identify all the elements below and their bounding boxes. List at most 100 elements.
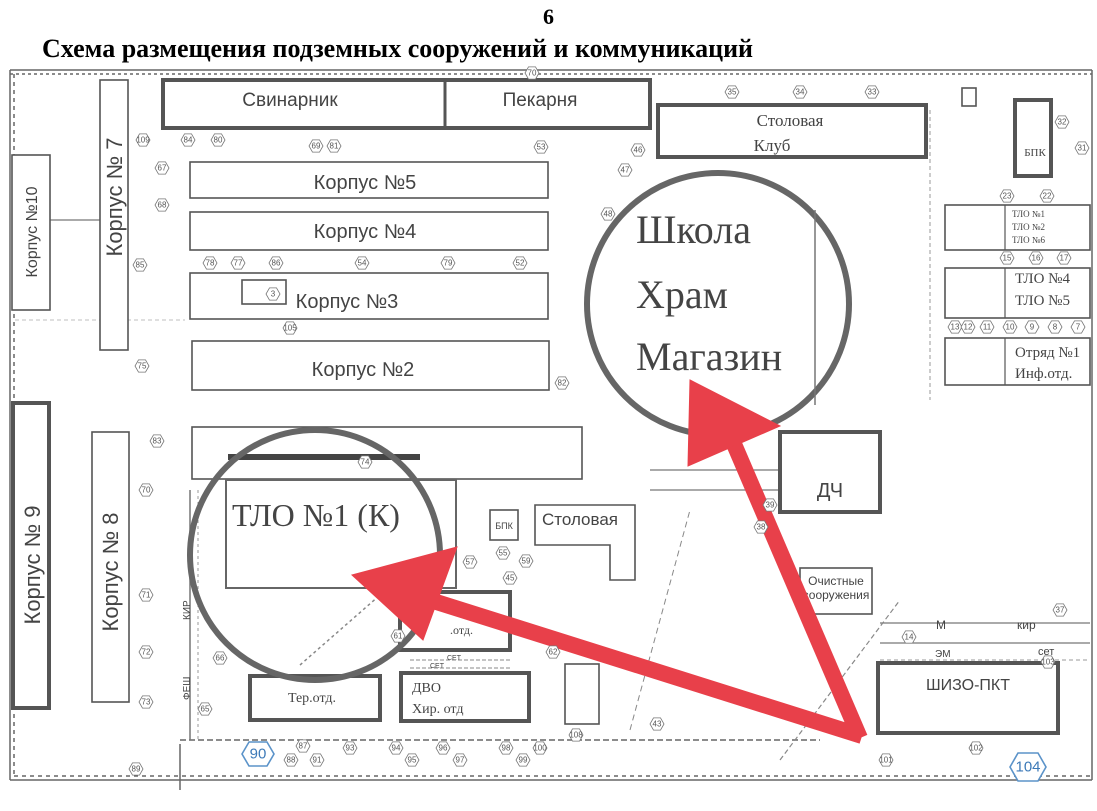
- marker-80: 80: [210, 133, 226, 147]
- marker-31: 31: [1074, 141, 1090, 155]
- korpus5-label: Корпус №5: [314, 172, 417, 194]
- svg-text:108: 108: [569, 731, 583, 740]
- svg-text:13: 13: [951, 323, 960, 332]
- svg-text:89: 89: [132, 765, 141, 774]
- svg-text:32: 32: [1058, 118, 1067, 127]
- svg-text:69: 69: [312, 142, 321, 151]
- korpus10-building: [11, 154, 51, 311]
- svg-text:46: 46: [634, 146, 643, 155]
- marker-102: 102: [968, 741, 984, 755]
- tlo2-top-label: ТЛО №2: [1012, 222, 1045, 232]
- marker-69: 69: [308, 139, 324, 153]
- korpus9-building: [11, 401, 51, 710]
- marker-55: 55: [495, 546, 511, 560]
- svg-text:12: 12: [964, 323, 973, 332]
- svg-text:103: 103: [1041, 658, 1055, 667]
- stolovaya-klub-building: [656, 103, 928, 159]
- marker-88: 88: [283, 753, 299, 767]
- svg-text:10: 10: [1006, 323, 1015, 332]
- marker-82: 82: [554, 376, 570, 390]
- svg-text:11: 11: [983, 323, 992, 332]
- svg-text:93: 93: [346, 744, 355, 753]
- svg-text:98: 98: [502, 744, 511, 753]
- line-set-a-label: СЕТ: [447, 655, 462, 662]
- small-building: [564, 663, 600, 725]
- tlo1k-label: ТЛО №1 (К): [232, 497, 400, 533]
- svg-text:78: 78: [206, 259, 215, 268]
- marker-61: 61: [390, 629, 406, 643]
- marker-48: 48: [600, 207, 616, 221]
- marker-32: 32: [1054, 115, 1070, 129]
- korpus9-label: Корпус № 9: [20, 505, 45, 624]
- otd-small-label: .отд.: [450, 623, 473, 637]
- marker-78: 78: [202, 256, 218, 270]
- arrow-to-school: [687, 379, 868, 742]
- shop-label: Магазин: [636, 334, 782, 379]
- svg-text:23: 23: [1003, 192, 1012, 201]
- marker-84: 84: [180, 133, 196, 147]
- svg-text:71: 71: [142, 591, 151, 600]
- svg-text:100: 100: [533, 744, 547, 753]
- svg-text:66: 66: [216, 654, 225, 663]
- marker-97: 97: [452, 753, 468, 767]
- svg-text:102: 102: [969, 744, 983, 753]
- svg-text:73: 73: [142, 698, 151, 707]
- svg-text:109: 109: [136, 136, 150, 145]
- marker-38: 38: [753, 520, 769, 534]
- marker-87: 87: [295, 739, 311, 753]
- marker-91: 91: [309, 753, 325, 767]
- page-number: 6: [543, 4, 554, 29]
- marker-95: 95: [404, 753, 420, 767]
- svg-text:17: 17: [1060, 254, 1069, 263]
- korpus10-label: Корпус №10: [24, 186, 41, 277]
- svg-text:31: 31: [1078, 144, 1087, 153]
- svg-text:45: 45: [506, 574, 515, 583]
- svg-text:80: 80: [214, 136, 223, 145]
- marker-17: 17: [1056, 251, 1072, 265]
- tlo1-top-label: ТЛО №1: [1012, 209, 1045, 219]
- svg-text:82: 82: [558, 379, 567, 388]
- svg-text:81: 81: [330, 142, 339, 151]
- svg-text:75: 75: [138, 362, 147, 371]
- korpus4-label: Корпус №4: [314, 221, 417, 243]
- bpk-mid-label: БПК: [495, 521, 513, 531]
- marker-85: 85: [132, 258, 148, 272]
- svg-text:22: 22: [1043, 192, 1052, 201]
- page-title: Схема размещения подземных сооружений и …: [42, 34, 754, 63]
- korpus2-building: [191, 340, 550, 391]
- svg-text:3: 3: [271, 290, 276, 299]
- marker-101: 101: [878, 753, 894, 767]
- svg-text:37: 37: [1056, 606, 1065, 615]
- svg-text:70: 70: [528, 69, 537, 78]
- marker-57: 57: [462, 555, 478, 569]
- svg-text:34: 34: [796, 88, 805, 97]
- marker-103: 103: [1040, 655, 1056, 669]
- marker-46: 46: [630, 143, 646, 157]
- svg-text:7: 7: [1076, 323, 1081, 332]
- bpk-top-label: БПК: [1024, 147, 1046, 159]
- marker-70: 70: [524, 66, 540, 80]
- svg-text:53: 53: [537, 143, 546, 152]
- temple-label: Храм: [636, 272, 728, 317]
- svg-text:48: 48: [604, 210, 613, 219]
- marker-83: 83: [149, 434, 165, 448]
- svg-text:68: 68: [158, 201, 167, 210]
- marker-99: 99: [515, 753, 531, 767]
- dvo-label: ДВО: [412, 681, 441, 696]
- marker-39: 39: [762, 498, 778, 512]
- marker-62: 62: [545, 645, 561, 659]
- marker-79: 79: [440, 256, 456, 270]
- marker-74: 74: [357, 455, 373, 469]
- marker-35: 35: [724, 85, 740, 99]
- bpk-mid-building: [489, 509, 519, 541]
- line-kir-label: кир: [1017, 618, 1036, 632]
- korpus7-label: Корпус № 7: [102, 137, 127, 256]
- marker-45: 45: [502, 571, 518, 585]
- marker-10: 10: [1002, 320, 1018, 334]
- marker-47: 47: [617, 163, 633, 177]
- korpus3-label: Корпус №3: [296, 291, 399, 313]
- svg-text:90: 90: [250, 746, 267, 763]
- tlo-45-building: [944, 267, 1091, 319]
- svg-text:86: 86: [272, 259, 281, 268]
- marker-68: 68: [154, 198, 170, 212]
